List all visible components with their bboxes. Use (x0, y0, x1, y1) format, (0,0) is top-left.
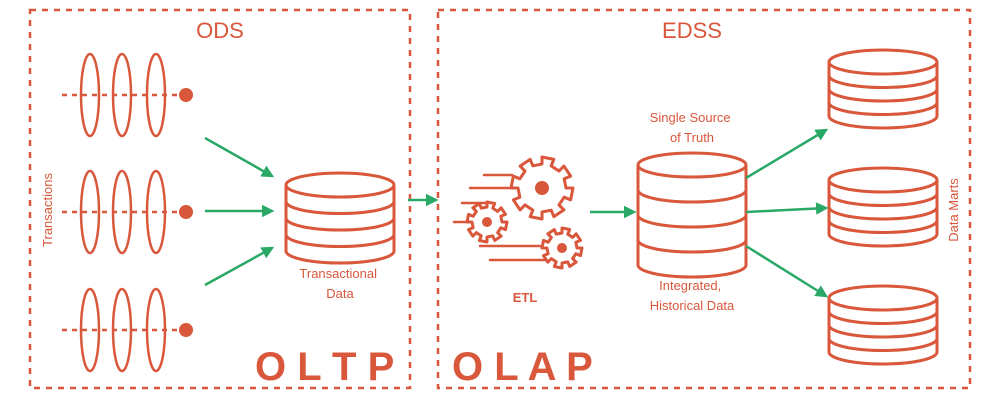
transaction-ring (145, 52, 167, 138)
olap-panel-border (436, 8, 972, 390)
transaction-ring (111, 287, 133, 373)
transactional-data-label: Transactional Data (299, 266, 380, 301)
transaction-rings-icon (62, 169, 193, 255)
warehouse-database-icon (636, 151, 748, 279)
historical-data-label-line-1: Integrated, (659, 278, 721, 293)
arrow-icon (745, 202, 829, 215)
database-top (827, 166, 939, 194)
database-body (636, 165, 748, 279)
database-band (284, 234, 396, 248)
transaction-endpoint-dot (179, 88, 193, 102)
database-icon (636, 151, 748, 279)
gear-icon (540, 226, 584, 270)
transactional-database-icon (284, 171, 396, 265)
oltp-label: O L T P (255, 345, 394, 389)
historical-data-label-line-2: Historical Data (650, 298, 735, 313)
database-band (827, 75, 939, 89)
gear-hub (535, 181, 549, 195)
database-band (827, 206, 939, 221)
single-source-label: Single Source of Truth (650, 110, 735, 145)
transaction-ring (111, 52, 133, 138)
etl-gears-icon (452, 155, 584, 270)
single-source-label-line-1: Single Source (650, 110, 731, 125)
olap-panel: EDSS O L A P Data Marts (436, 8, 972, 390)
data-mart-database-icon (827, 166, 939, 248)
database-band (827, 193, 939, 207)
oltp-panel: ODS O L T P Transactions (28, 8, 412, 390)
data-mart-database-icon (827, 48, 939, 130)
database-band (827, 311, 939, 325)
database-band (827, 220, 939, 234)
gear-hub (557, 243, 567, 253)
database-band (827, 338, 939, 352)
database-band (827, 102, 939, 116)
data-mart-database-icon (827, 284, 939, 366)
database-band (636, 189, 748, 204)
gear-icon (465, 200, 509, 244)
transaction-ring (111, 169, 133, 255)
transaction-ring (79, 52, 101, 138)
database-icon (284, 171, 396, 265)
database-band (827, 88, 939, 103)
historical-data-label: Integrated, Historical Data (650, 278, 735, 313)
transaction-endpoint-dot (179, 323, 193, 337)
database-band (827, 324, 939, 339)
arrow-icon (204, 246, 275, 287)
ods-title: ODS (196, 18, 244, 43)
single-source-label-line-2: of Truth (670, 130, 714, 145)
edss-title: EDSS (662, 18, 722, 43)
transaction-ring (79, 169, 101, 255)
database-top (827, 48, 939, 76)
data-marts-group (827, 48, 939, 366)
transactional-data-label-line-1: Transactional (299, 266, 377, 281)
database-top (284, 171, 396, 199)
flow-arrows (204, 128, 829, 298)
transaction-rings-icon (62, 52, 193, 138)
database-band (636, 239, 748, 254)
gear-icon (509, 155, 575, 221)
data-marts-side-label: Data Marts (946, 178, 961, 242)
transaction-ring (145, 287, 167, 373)
transaction-ring (145, 169, 167, 255)
arrow-icon (745, 128, 829, 180)
database-top (636, 151, 748, 179)
transactions-group (62, 52, 193, 373)
olap-label: O L A P (452, 345, 593, 389)
database-top (827, 284, 939, 312)
database-band (636, 214, 748, 229)
transaction-endpoint-dot (179, 205, 193, 219)
arrow-icon (204, 136, 275, 178)
database-band (284, 201, 396, 215)
transaction-ring (79, 287, 101, 373)
transactional-data-label-line-2: Data (326, 286, 354, 301)
transaction-rings-icon (62, 287, 193, 373)
etl-label: ETL (513, 290, 538, 305)
database-band (284, 217, 396, 232)
gear-hub (482, 217, 492, 227)
arrow-icon (745, 244, 829, 298)
transactions-side-label: Transactions (40, 173, 55, 247)
